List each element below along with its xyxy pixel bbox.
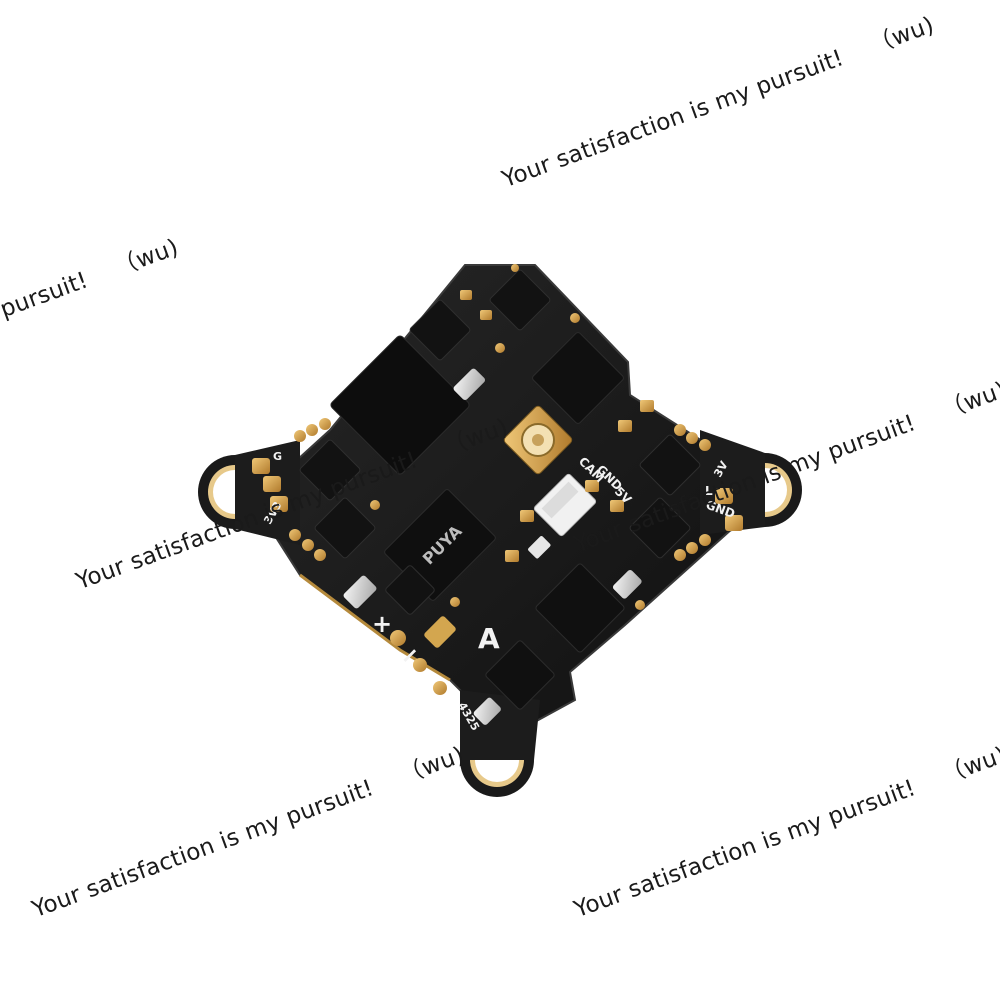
right-ear xyxy=(700,430,765,535)
label-plus: + xyxy=(372,610,392,638)
mosfet-block-right xyxy=(629,434,701,559)
label-a: A xyxy=(478,622,500,655)
antenna-connector xyxy=(503,405,573,475)
esp-chip xyxy=(535,563,625,653)
mosfet-block-top-left xyxy=(409,269,551,361)
mosfet-block-bottom xyxy=(385,565,435,615)
mcu-chip-main xyxy=(330,335,470,475)
left-ear xyxy=(235,440,300,545)
metal-components xyxy=(343,368,642,725)
mosfet-block-left xyxy=(299,439,376,559)
label-l: L xyxy=(705,484,713,498)
ic-top-right xyxy=(532,332,624,424)
label-g-left: G xyxy=(273,450,282,463)
camera-connector xyxy=(533,473,597,537)
solder-pads xyxy=(252,264,743,695)
ic-bottom xyxy=(485,640,555,710)
